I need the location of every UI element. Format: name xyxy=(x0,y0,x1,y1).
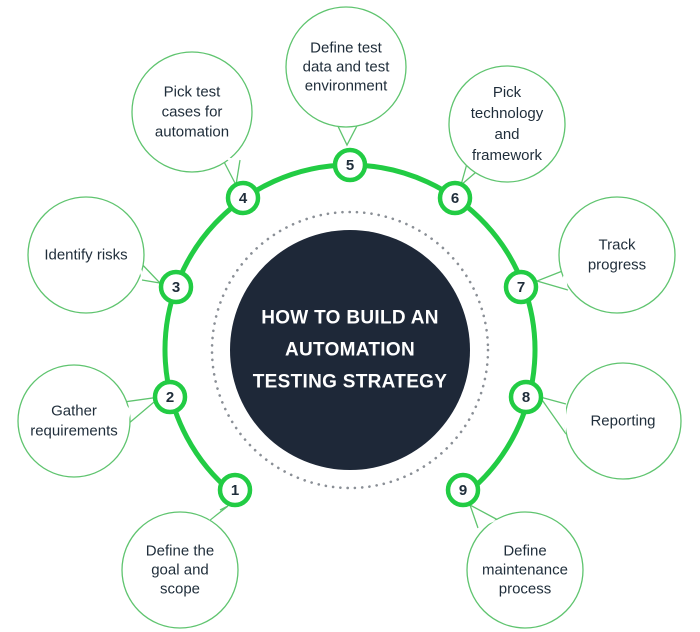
step-bubble-3: Identify risks xyxy=(27,196,162,314)
bubble-label-line: Pick test xyxy=(164,84,222,101)
step-marker-4: 4 xyxy=(225,180,261,216)
step-number: 3 xyxy=(172,279,180,296)
bubble-label-line: data and test xyxy=(303,59,391,76)
bubble-tail xyxy=(204,505,229,525)
step-bubbles-group: Define the goal and scope Gather requirement… xyxy=(17,6,682,629)
center-group: HOW TO BUILD AN AUTOMATION TESTING STRATEG… xyxy=(210,210,490,490)
bubble-label-line: Gather xyxy=(51,403,97,420)
bubble-label-line: framework xyxy=(472,147,543,164)
step-marker-circle xyxy=(332,147,368,183)
bubble-label-line: Define test xyxy=(310,40,383,57)
bubble-circle xyxy=(285,6,407,128)
bubble-circle xyxy=(558,196,676,314)
step-number: 8 xyxy=(522,389,530,406)
bubble-label-line: Define xyxy=(503,543,546,560)
step-marker-circle xyxy=(437,180,473,216)
step-marker-circle xyxy=(445,472,481,508)
step-bubble-2: Gather requirements xyxy=(17,364,163,478)
step-bubble-1: Define the goal and scope xyxy=(121,505,239,629)
step-bubble-8: Reporting xyxy=(538,362,682,480)
bubble-label-line: Pick xyxy=(493,84,522,101)
bubble-label-line: maintenance xyxy=(482,562,568,579)
bubble-label-line: Define the xyxy=(146,543,214,560)
bubble-circle xyxy=(17,364,131,478)
bubble-label-line: Track xyxy=(599,237,636,254)
step-marker-6: 6 xyxy=(437,180,473,216)
bubble-tail-join xyxy=(124,402,132,424)
bubble-tail-join xyxy=(468,160,482,167)
step-bubble-9: Define maintenance process xyxy=(466,503,584,629)
step-marker-circle xyxy=(158,269,194,305)
bubble-circle xyxy=(131,51,253,173)
step-bubble-5: Define test data and test environment xyxy=(285,6,407,147)
bubble-label-line: technology xyxy=(471,105,544,122)
step-bubble-6: Pick technology and framework xyxy=(448,65,566,187)
bubble-tail-join xyxy=(562,404,566,434)
bubble-label-line: environment xyxy=(305,78,388,95)
step-marker-2: 2 xyxy=(152,379,188,415)
step-marker-3: 3 xyxy=(158,269,194,305)
step-number: 1 xyxy=(231,482,239,499)
step-marker-circle xyxy=(217,472,253,508)
step-number: 7 xyxy=(517,279,525,296)
bubble-tail-join xyxy=(335,120,360,124)
center-title-line: TESTING STRATEGY xyxy=(253,372,447,393)
step-marker-circle xyxy=(225,180,261,216)
bubble-tail-join xyxy=(136,258,143,280)
step-number: 4 xyxy=(239,190,248,207)
bubble-circle xyxy=(121,511,239,629)
bubble-tail-join xyxy=(205,510,220,524)
center-circle xyxy=(230,230,470,470)
center-title-line: AUTOMATION xyxy=(285,340,415,361)
bubble-circle xyxy=(27,196,145,314)
bubble-label-line: requirements xyxy=(30,423,118,440)
step-marker-circle xyxy=(152,379,188,415)
step-marker-1: 1 xyxy=(217,472,253,508)
bubble-label-line: Reporting xyxy=(590,413,655,430)
bubble-label-line: scope xyxy=(160,581,200,598)
step-bubble-7: Track progress xyxy=(534,196,676,314)
bubble-label-line: goal and xyxy=(151,562,209,579)
step-markers-group: 1 2 3 4 5 6 7 8 9 xyxy=(152,147,544,508)
bubble-label-line: cases for xyxy=(162,104,223,121)
step-marker-8: 8 xyxy=(508,379,544,415)
step-marker-circle xyxy=(508,379,544,415)
step-marker-9: 9 xyxy=(445,472,481,508)
bubble-label-line: progress xyxy=(588,257,646,274)
step-bubble-4: Pick test cases for automation xyxy=(131,51,253,188)
step-number: 2 xyxy=(166,389,174,406)
step-marker-5: 5 xyxy=(332,147,368,183)
bubble-tail-join xyxy=(562,270,568,290)
step-number: 6 xyxy=(451,190,459,207)
bubble-label-line: Identify risks xyxy=(44,247,127,264)
bubble-tail-join xyxy=(478,520,498,528)
bubble-circle xyxy=(466,511,584,629)
bubble-tail xyxy=(538,395,567,435)
step-marker-7: 7 xyxy=(503,269,539,305)
bubble-circle xyxy=(448,65,566,183)
dotted-ring xyxy=(210,210,490,490)
step-number: 5 xyxy=(346,157,354,174)
bubble-tail-join xyxy=(221,156,240,163)
step-number: 9 xyxy=(459,482,467,499)
bubble-label-line: process xyxy=(499,581,552,598)
step-marker-circle xyxy=(503,269,539,305)
center-title-line: HOW TO BUILD AN xyxy=(261,308,439,329)
bubble-label-line: and xyxy=(494,126,519,143)
bubble-label-line: automation xyxy=(155,124,229,141)
